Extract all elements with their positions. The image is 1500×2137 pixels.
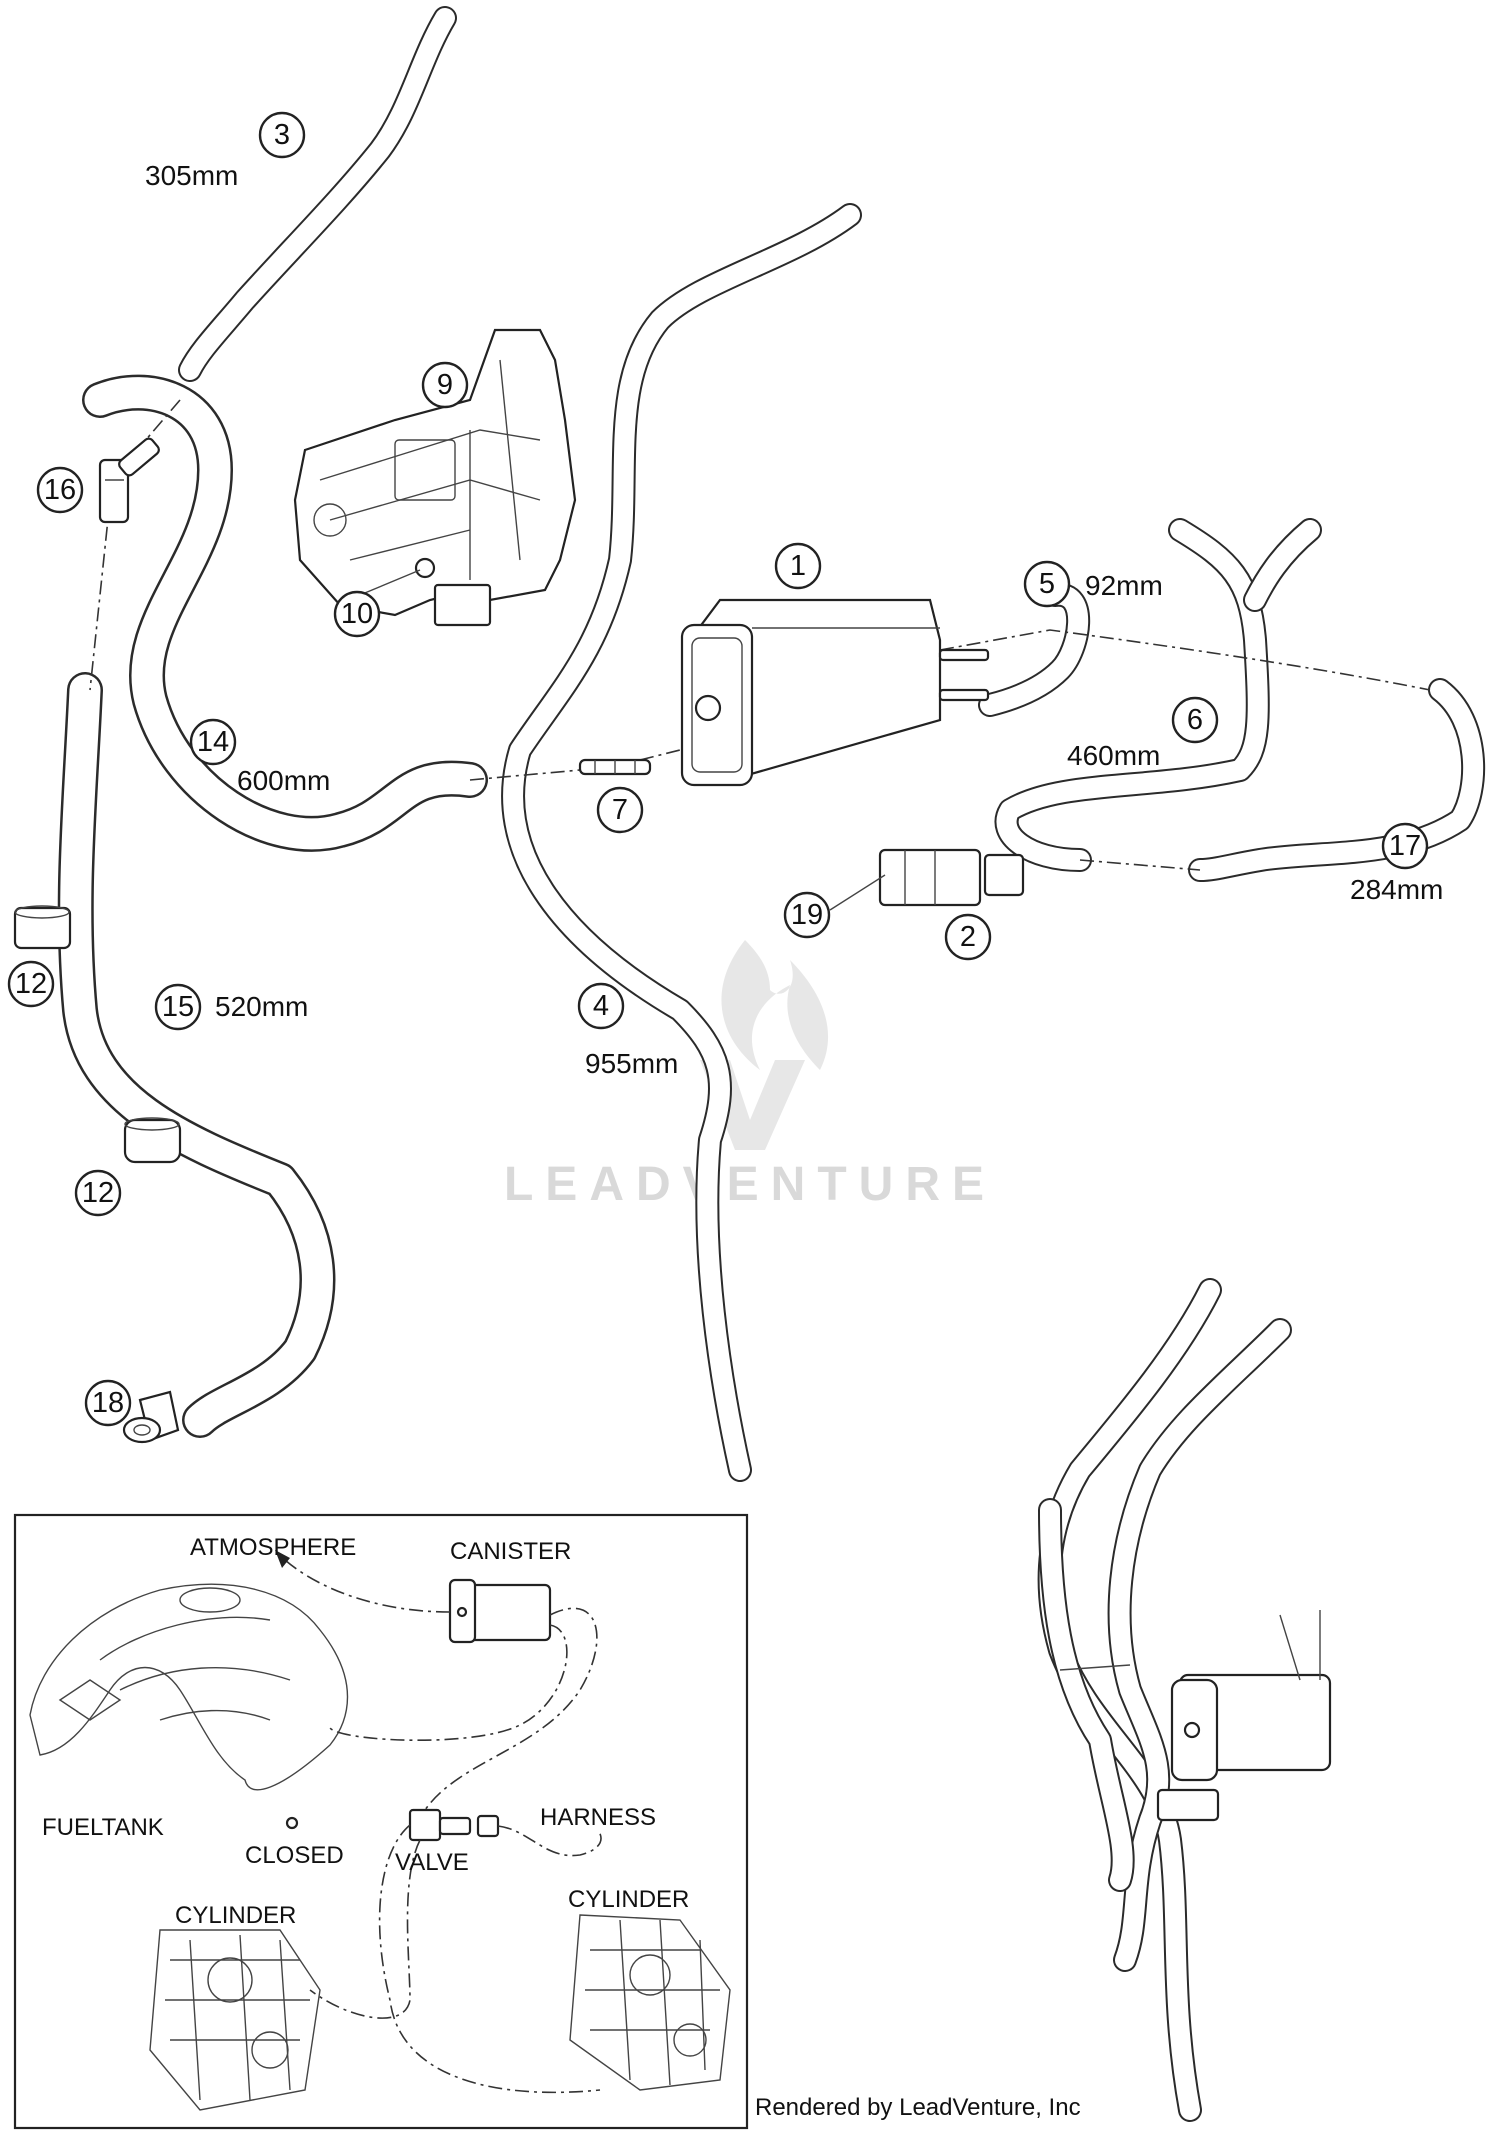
svg-text:17: 17	[1389, 830, 1421, 862]
callout-12-a: 12	[7, 960, 55, 1008]
svg-text:14: 14	[197, 726, 229, 758]
hose-14	[82, 374, 488, 852]
svg-text:4: 4	[593, 990, 609, 1022]
bracket-9	[293, 328, 577, 627]
connector-7	[578, 758, 652, 776]
svg-text:10: 10	[341, 598, 373, 630]
callout-18: 18	[84, 1379, 132, 1427]
cylinder-right-sketch	[569, 1914, 731, 2091]
closed-marker	[285, 1816, 299, 1830]
inset-schematic: ATMOSPHERE CANISTER FUELTANK CLOSED VALV…	[13, 1513, 749, 2130]
route-line	[424, 1607, 598, 1811]
valve-symbol	[408, 1808, 500, 1842]
callout-9: 9	[421, 361, 469, 409]
assembled-view	[1037, 1278, 1332, 2122]
callout-1: 1	[774, 542, 822, 590]
hose-5	[978, 582, 1091, 717]
svg-text:18: 18	[92, 1387, 124, 1419]
svg-text:5: 5	[1039, 568, 1055, 600]
callout-7: 7	[596, 786, 644, 834]
label-closed: CLOSED	[245, 1842, 344, 1869]
callout-10: 10	[333, 590, 381, 638]
connection-line	[939, 629, 1431, 691]
atmosphere-arrow	[275, 1550, 290, 1568]
label-valve: VALVE	[395, 1849, 469, 1876]
callout-19: 19	[783, 891, 831, 939]
label-atmosphere: ATMOSPHERE	[190, 1534, 356, 1561]
label-cylinder-right: CYLINDER	[568, 1886, 689, 1913]
connection-line	[1079, 859, 1201, 871]
svg-text:19: 19	[791, 899, 823, 931]
route-line	[497, 1825, 602, 1857]
leader-line	[359, 569, 421, 596]
callout-6: 6	[1171, 696, 1219, 744]
callout-3: 3	[258, 111, 306, 159]
svg-text:2: 2	[960, 921, 976, 953]
hose-4	[501, 203, 862, 1482]
fuel-tank-sketch	[29, 1583, 349, 1791]
svg-text:9: 9	[437, 369, 453, 401]
canister-1	[680, 598, 990, 787]
callout-16: 16	[36, 466, 84, 514]
dimension-17: 284mm	[1350, 874, 1443, 905]
dimension-6: 460mm	[1067, 740, 1160, 771]
label-canister: CANISTER	[450, 1538, 571, 1565]
connection-line	[89, 499, 111, 691]
svg-text:3: 3	[274, 119, 290, 151]
connection-line	[639, 749, 681, 761]
hose-6-17	[994, 518, 1486, 882]
dimension-5: 92mm	[1085, 570, 1163, 601]
svg-text:1: 1	[790, 550, 806, 582]
callout-15: 15	[154, 983, 202, 1031]
hose-3	[178, 6, 457, 382]
dimension-4: 955mm	[585, 1048, 678, 1079]
hose-15	[57, 672, 336, 1438]
label-harness: HARNESS	[540, 1804, 656, 1831]
dimension-14: 600mm	[237, 765, 330, 796]
svg-text:15: 15	[162, 991, 194, 1023]
dimension-15: 520mm	[215, 991, 308, 1022]
screw-10	[414, 557, 436, 579]
route-line	[378, 1824, 601, 2094]
svg-text:12: 12	[15, 968, 47, 1000]
connection-line	[119, 399, 181, 471]
svg-text:7: 7	[612, 794, 628, 826]
svg-text:16: 16	[44, 474, 76, 506]
callout-12-b: 12	[74, 1169, 122, 1217]
t-fitting-16	[98, 437, 160, 524]
clamp-12-a	[13, 905, 72, 950]
canister-symbol	[448, 1578, 552, 1644]
label-cylinder-left: CYLINDER	[175, 1902, 296, 1929]
label-fueltank: FUELTANK	[42, 1814, 164, 1841]
dimension-3: 305mm	[145, 160, 238, 191]
grommet-18	[122, 1390, 180, 1444]
watermark-text: LEADVENTURE	[504, 1158, 996, 1211]
cylinder-left-sketch	[149, 1929, 321, 2111]
callout-2: 2	[944, 913, 992, 961]
svg-text:12: 12	[82, 1177, 114, 1209]
svg-text:6: 6	[1187, 704, 1203, 736]
callout-17: 17	[1381, 822, 1429, 870]
leader-line	[829, 874, 886, 911]
valve-2	[878, 848, 1025, 907]
callout-14: 14	[189, 718, 237, 766]
clamp-12-b	[123, 1117, 182, 1164]
callout-4: 4	[577, 982, 625, 1030]
callout-5: 5	[1023, 560, 1071, 608]
credit-text: Rendered by LeadVenture, Inc	[755, 2094, 1081, 2121]
connection-line	[469, 769, 581, 781]
route-line	[329, 1624, 568, 1741]
